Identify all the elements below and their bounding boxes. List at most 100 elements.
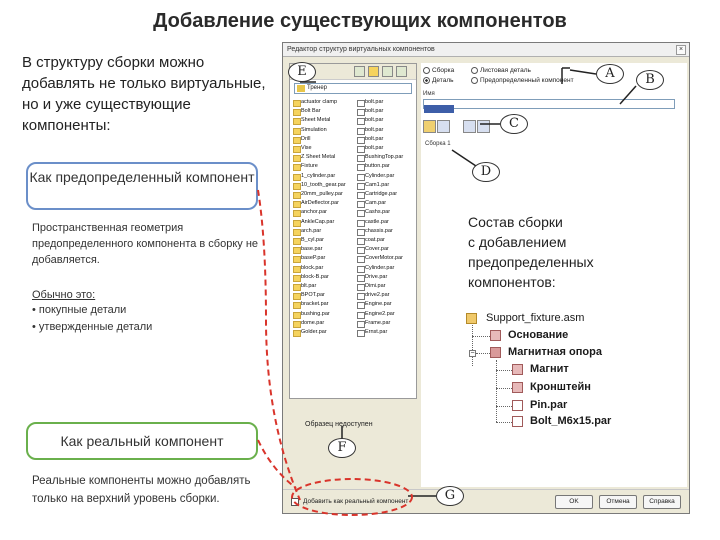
file-list-item[interactable]: arch.par: [292, 227, 346, 237]
file-list-item[interactable]: coat.par: [356, 236, 403, 246]
file-list-item[interactable]: actuator clamp: [292, 98, 346, 108]
part-icon: [512, 364, 523, 375]
file-list-item[interactable]: Ernst.par: [356, 328, 403, 338]
ok-button[interactable]: OK: [555, 495, 593, 509]
file-list-item[interactable]: 20mm_pulley.par: [292, 190, 346, 200]
file-list-item[interactable]: Sheet Metal: [292, 116, 346, 126]
file-list-item[interactable]: Bolt Bar: [292, 107, 346, 117]
file-list-item[interactable]: dome.par: [292, 319, 346, 329]
radio-assembly[interactable]: Сборка: [423, 67, 454, 74]
file-list-item[interactable]: Drill: [292, 135, 346, 145]
preview-unavailable-label: Образец недоступен: [305, 421, 373, 428]
tree-item[interactable]: Основание: [508, 329, 569, 341]
browser-toolbar: [290, 64, 416, 80]
file-list-item[interactable]: B_cyl.par: [292, 236, 346, 246]
file-list-item[interactable]: Frame.par: [356, 319, 403, 329]
file-list-item[interactable]: Cartridge.par: [356, 190, 403, 200]
file-list-item[interactable]: Cashs.par: [356, 208, 403, 218]
radio-button[interactable]: [423, 67, 430, 74]
dialog-bottom-bar: Добавить как реальный компонент OK Отмен…: [283, 489, 689, 513]
cancel-button[interactable]: Отмена: [599, 495, 637, 509]
file-list-item[interactable]: Vise: [292, 144, 346, 154]
name-input-selection: [424, 105, 454, 113]
composition-line: с добавлением: [468, 234, 567, 250]
predefined-description: Пространственная геометрия предопределен…: [32, 222, 259, 266]
tree-connector: [496, 406, 512, 407]
file-list-item[interactable]: baseP.par: [292, 254, 346, 264]
file-list-item[interactable]: Golder.par: [292, 328, 346, 338]
folder-select[interactable]: Тренер: [294, 83, 412, 94]
file-list-item[interactable]: block-B.par: [292, 273, 346, 283]
tree-item[interactable]: Магнит: [530, 363, 569, 375]
file-list-item[interactable]: bolt.par: [356, 126, 403, 135]
views-icon[interactable]: [382, 66, 393, 77]
composition-line: Состав сборки: [468, 214, 563, 230]
callout-b-line: [619, 85, 637, 105]
up-folder-icon[interactable]: [354, 66, 365, 77]
file-list-item[interactable]: Cylinder.par: [356, 172, 403, 181]
details-icon[interactable]: [396, 66, 407, 77]
callout-b: B: [636, 70, 664, 90]
file-list-item[interactable]: bolt.par: [356, 144, 403, 154]
file-list-item[interactable]: bolt.par: [356, 98, 403, 108]
assembly-icon: [466, 313, 477, 324]
file-list-item[interactable]: AnkleCap.par: [292, 218, 346, 227]
collapse-icon[interactable]: −: [469, 350, 476, 357]
folder-icon[interactable]: [368, 66, 379, 77]
file-list-item[interactable]: Cover.par: [356, 245, 403, 255]
radio-part[interactable]: Деталь: [423, 77, 454, 84]
part-icon: [512, 382, 523, 393]
file-list-item[interactable]: bolt.par: [356, 107, 403, 117]
help-button[interactable]: Справка: [643, 495, 681, 509]
file-list-item[interactable]: BPOT.par: [292, 291, 346, 301]
tree-item[interactable]: Кронштейн: [530, 381, 591, 393]
callout-c: C: [500, 114, 528, 134]
move-up-icon[interactable]: [463, 120, 476, 133]
tree-item[interactable]: Bolt_M6x15.par: [530, 415, 612, 427]
file-list-item[interactable]: drive2.par: [356, 291, 403, 301]
name-input[interactable]: [423, 99, 675, 113]
file-list-item[interactable]: Cam.par: [356, 199, 403, 209]
window-title: Редактор структур виртуальных компоненто…: [287, 46, 435, 53]
composition-text: Состав сборки с добавлением предопределе…: [468, 212, 594, 292]
file-list-item[interactable]: base.par: [292, 245, 346, 255]
file-list-item[interactable]: castle.par: [356, 218, 403, 227]
radio-button-selected[interactable]: [423, 77, 430, 84]
file-list-item[interactable]: BushingTop.par: [356, 153, 403, 163]
file-list-item[interactable]: Cam1.par: [356, 181, 403, 191]
add-component-icon[interactable]: [423, 120, 436, 133]
intro-text: В структуру сборки можно добавлять не то…: [22, 54, 266, 134]
file-list-item[interactable]: bolt.par: [356, 135, 403, 145]
radio-sheet-metal[interactable]: Листовая деталь: [471, 67, 531, 74]
file-list-item[interactable]: chassis.par: [356, 227, 403, 237]
file-list-item[interactable]: button.par: [356, 162, 403, 172]
tree-root-label[interactable]: Support_fixture.asm: [486, 312, 585, 324]
file-list-item[interactable]: blt.par: [292, 282, 346, 292]
file-list-item[interactable]: Engine2.par: [356, 310, 403, 319]
remove-component-icon[interactable]: [437, 120, 450, 133]
file-list-item[interactable]: 10_tooth_gear.par: [292, 181, 346, 191]
file-list-item[interactable]: Engine.par: [356, 300, 403, 310]
radio-predefined[interactable]: Предопределенный компонент: [471, 77, 574, 84]
file-list-item[interactable]: Fixture: [292, 162, 346, 172]
radio-button[interactable]: [471, 77, 478, 84]
radio-button[interactable]: [471, 67, 478, 74]
file-list-item[interactable]: bracket.par: [292, 300, 346, 310]
file-list-item[interactable]: Dimi.par: [356, 282, 403, 292]
close-icon[interactable]: ×: [676, 45, 686, 55]
tree-item[interactable]: Pin.par: [530, 399, 568, 411]
file-list-item[interactable]: Cylinder.par: [356, 264, 403, 273]
file-list-item[interactable]: Z Sheet Metal: [292, 153, 346, 163]
tree-item[interactable]: Магнитная опора: [508, 346, 602, 358]
file-list-item[interactable]: AirDeflector.par: [292, 199, 346, 209]
file-list-item[interactable]: bushing.par: [292, 310, 346, 319]
file-list-item[interactable]: 1_cylinder.par: [292, 172, 346, 181]
file-list-item[interactable]: anchor.par: [292, 208, 346, 218]
file-list-item[interactable]: bolt.par: [356, 116, 403, 126]
file-list-item[interactable]: block.par: [292, 264, 346, 273]
file-list-item[interactable]: Simulation: [292, 126, 346, 135]
tree-connector: [496, 360, 497, 422]
structure-tree-root[interactable]: Сборка 1: [425, 141, 451, 147]
file-list-item[interactable]: CoverMotor.par: [356, 254, 403, 264]
file-list-item[interactable]: Drive.par: [356, 273, 403, 283]
